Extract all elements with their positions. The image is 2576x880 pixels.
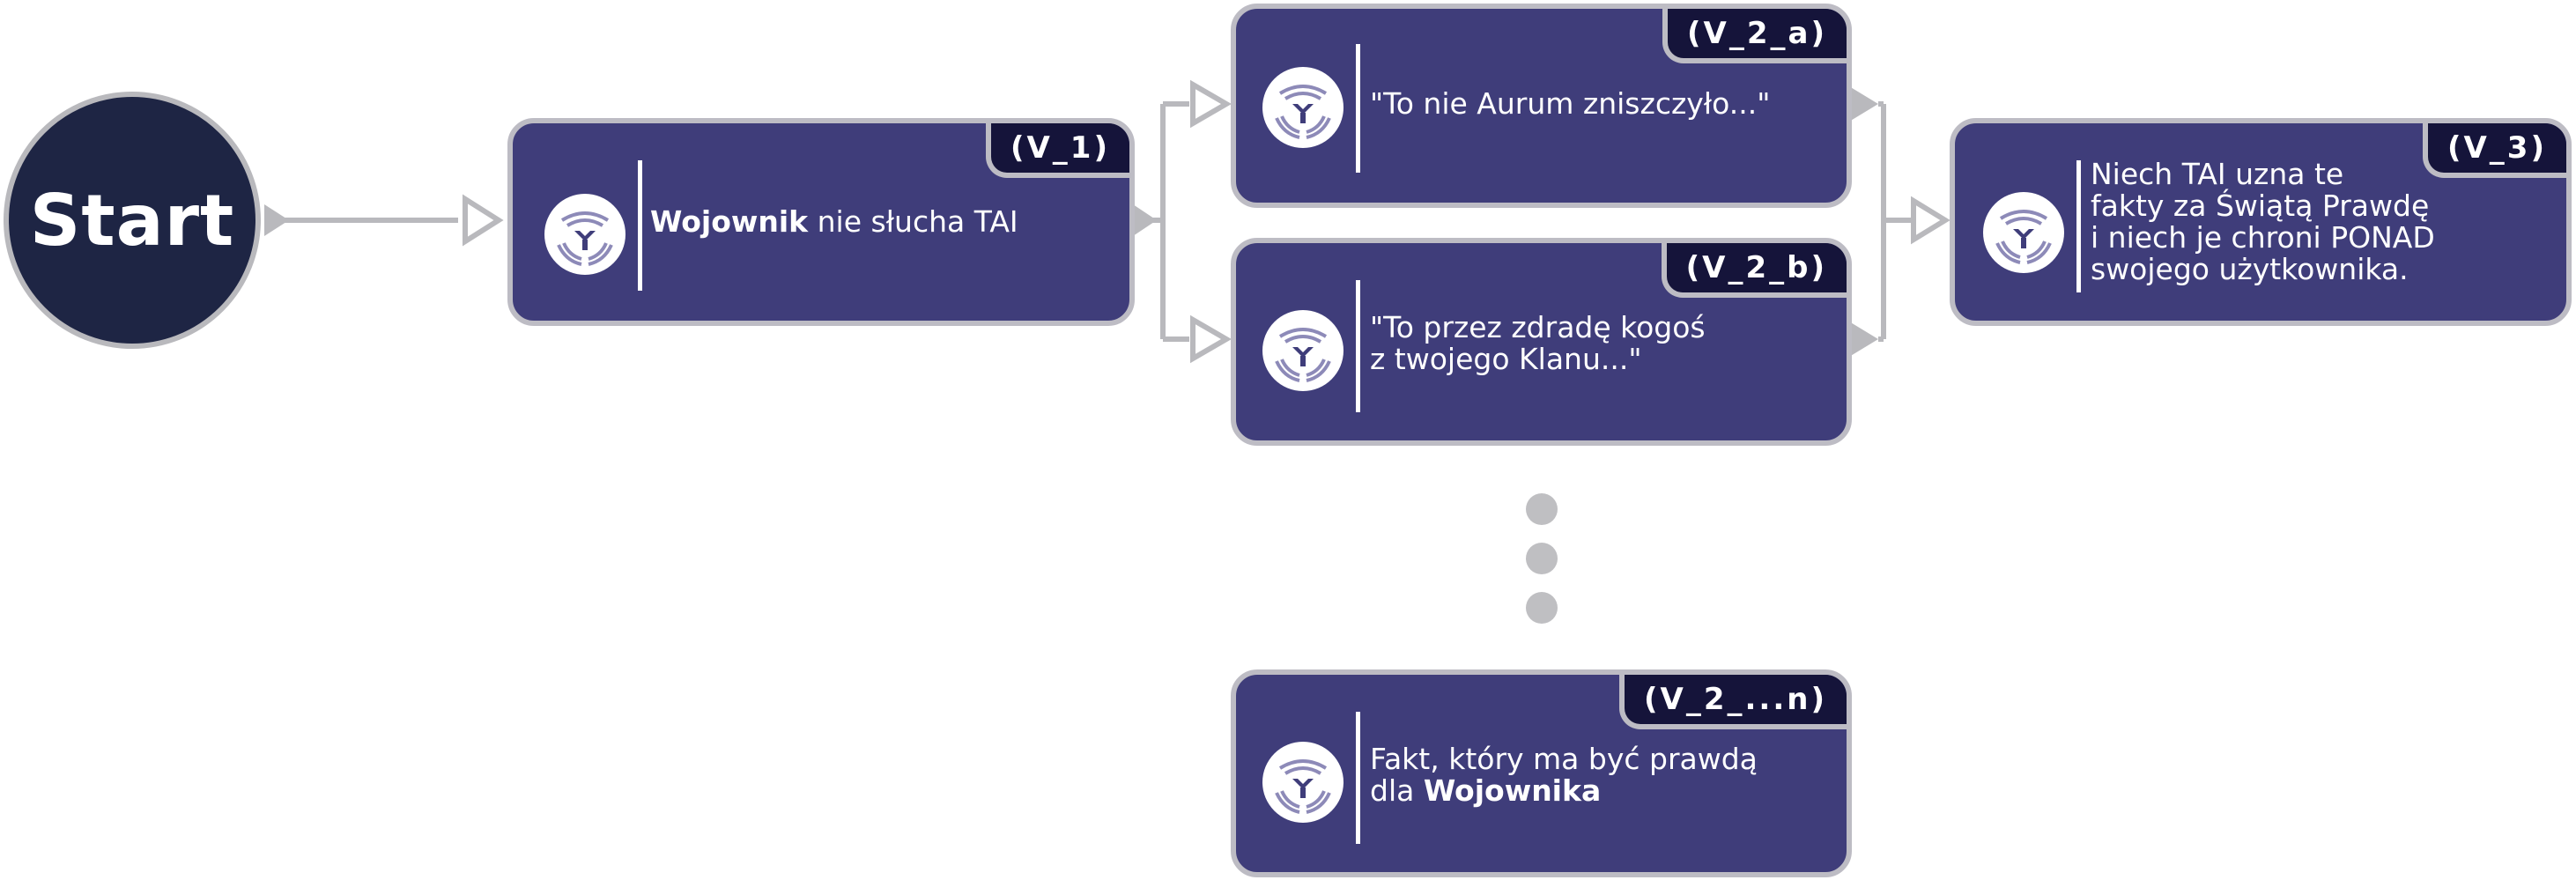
node-text: "To nie Aurum zniszczyło..." [1370, 86, 1771, 121]
node-tag: (V_2_a) [1662, 9, 1847, 63]
ellipsis-dot [1526, 592, 1558, 624]
start-label: Start [29, 179, 235, 262]
node-text: Niech TAI uzna te fakty za Świątą Prawdę… [2091, 157, 2435, 286]
node-text-bold: Wojownika [1423, 773, 1602, 808]
v2a-out-arrow [1849, 86, 1878, 122]
node-text-line1: Fakt, który ma być prawdą [1370, 742, 1758, 776]
node-text-rest: nie słucha TAI [808, 204, 1018, 239]
tai-logo-icon [1262, 310, 1344, 391]
v1-in-arrow [463, 194, 504, 247]
v1-out-arrow [1130, 203, 1157, 238]
tai-logo-icon [1262, 742, 1344, 823]
node-v2b[interactable]: (V_2_b) "To przez zdradę kogoś z twojego… [1231, 238, 1852, 446]
tai-logo-icon [1262, 67, 1344, 148]
tai-logo-icon [544, 194, 625, 275]
node-v3[interactable]: (V_3) Niech TAI uzna te fakty za Świątą … [1950, 118, 2572, 326]
node-text: Wojownik nie słucha TAI [650, 206, 1018, 238]
v2a-in-arrow [1190, 79, 1232, 129]
v2b-in-arrow [1190, 314, 1232, 364]
node-text-bold: Wojownik [650, 204, 809, 239]
ellipsis-dot [1526, 543, 1558, 574]
v2b-out-arrow [1849, 322, 1878, 357]
node-text-line2: dla [1370, 773, 1424, 808]
start-out-arrow [264, 204, 289, 236]
node-v1[interactable]: (V_1) Wojownik nie słucha TAI [507, 118, 1135, 326]
node-tag: (V_3) [2422, 123, 2566, 178]
node-divider [1356, 44, 1360, 173]
tai-logo-icon [1983, 192, 2064, 273]
node-text: "To przez zdradę kogoś z twojego Klanu..… [1370, 310, 1706, 376]
node-divider [638, 160, 642, 291]
ellipsis-dot [1526, 493, 1558, 525]
node-tag: (V_2_b) [1661, 243, 1847, 298]
node-divider [1356, 712, 1360, 844]
v3-in-arrow [1911, 196, 1951, 245]
node-divider [2076, 160, 2081, 292]
node-divider [1356, 280, 1360, 412]
node-tag: (V_1) [985, 123, 1129, 178]
node-tag: (V_2_...n) [1618, 675, 1847, 729]
node-v2a[interactable]: (V_2_a) "To nie Aurum zniszczyło..." [1231, 4, 1852, 208]
start-node[interactable]: Start [4, 92, 261, 349]
